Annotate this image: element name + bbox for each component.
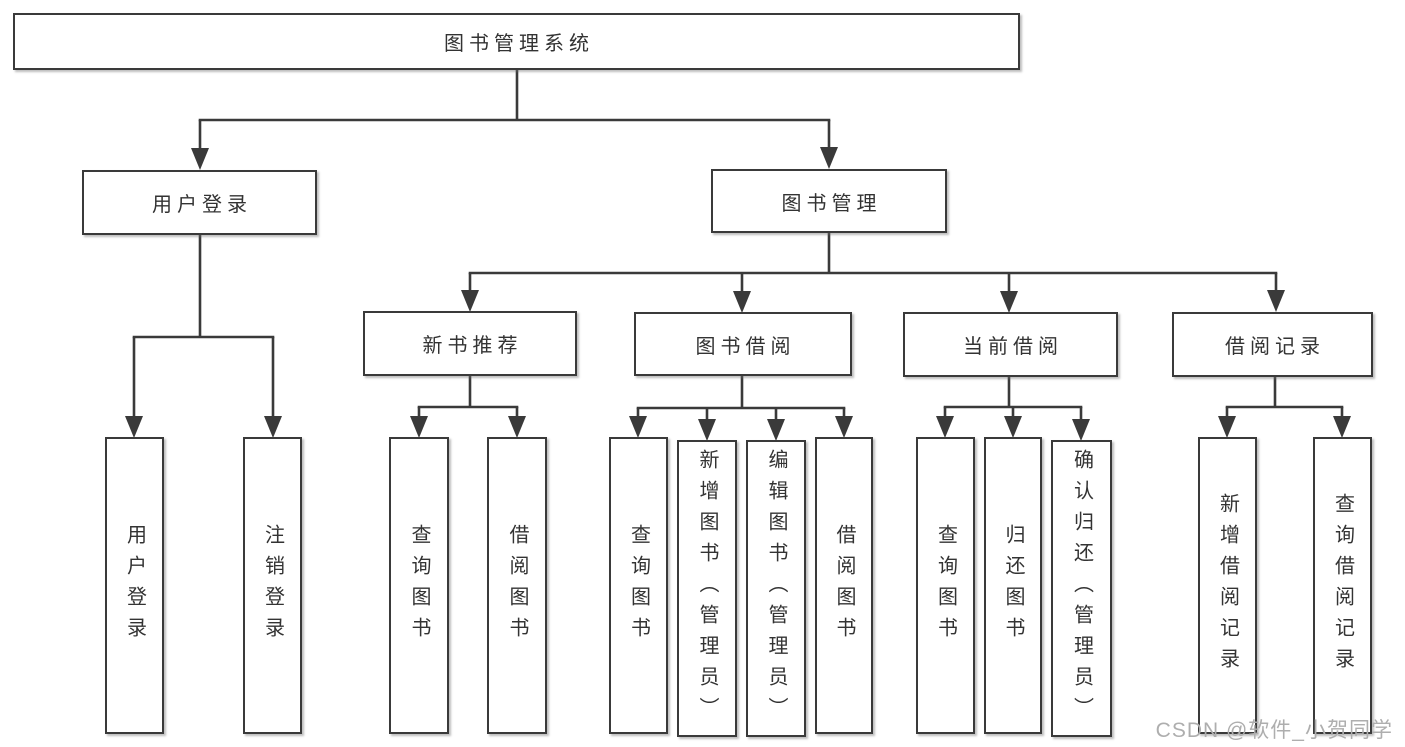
node-new-book-recommend: 新书推荐 xyxy=(363,311,577,376)
leaf-query-book-borrow: 查询图书 xyxy=(609,437,668,734)
node-user-login-label: 用户登录 xyxy=(152,194,252,216)
leaf-add-book-admin: 新增图书（管理员） xyxy=(677,440,737,737)
leaf-query-book-newrec: 查询图书 xyxy=(389,437,449,734)
leaf-borrow-book-newrec-label: 借阅图书 xyxy=(506,523,528,648)
leaf-return-book: 归还图书 xyxy=(984,437,1042,734)
leaf-add-book-admin-label: 新增图书（管理员） xyxy=(696,449,718,728)
node-new-book-recommend-label: 新书推荐 xyxy=(422,335,523,357)
node-borrow-record-label: 借阅记录 xyxy=(1225,336,1325,358)
node-book-borrow: 图书借阅 xyxy=(634,312,852,376)
leaf-confirm-return-admin: 确认归还（管理员） xyxy=(1051,440,1112,737)
leaf-query-book-newrec-label: 查询图书 xyxy=(408,523,430,648)
leaf-add-borrow-record: 新增借阅记录 xyxy=(1198,437,1257,734)
leaf-confirm-return-admin-label: 确认归还（管理员） xyxy=(1070,449,1093,728)
node-borrow-record: 借阅记录 xyxy=(1172,312,1373,377)
leaf-logout: 注销登录 xyxy=(243,437,302,734)
leaf-query-book-current: 查询图书 xyxy=(916,437,975,734)
node-user-login: 用户登录 xyxy=(82,170,317,235)
leaf-borrow-book-borrow-label: 借阅图书 xyxy=(833,523,855,648)
leaf-return-book-label: 归还图书 xyxy=(1002,523,1024,648)
csdn-watermark: CSDN @软件_小贺同学 xyxy=(1155,719,1393,742)
node-book-borrow-label: 图书借阅 xyxy=(695,335,796,358)
node-current-borrow-label: 当前借阅 xyxy=(963,336,1063,358)
node-root-label: 图书管理系统 xyxy=(444,33,594,55)
node-book-management: 图书管理 xyxy=(711,169,947,233)
leaf-borrow-book-newrec: 借阅图书 xyxy=(487,437,547,734)
node-root: 图书管理系统 xyxy=(13,13,1020,70)
leaf-query-book-current-label: 查询图书 xyxy=(934,523,957,648)
leaf-edit-book-admin: 编辑图书（管理员） xyxy=(746,440,806,737)
leaf-user-login-label: 用户登录 xyxy=(123,523,146,648)
leaf-edit-book-admin-label: 编辑图书（管理员） xyxy=(765,449,787,728)
leaf-query-book-borrow-label: 查询图书 xyxy=(627,523,650,648)
node-book-management-label: 图书管理 xyxy=(781,192,882,215)
leaf-user-login: 用户登录 xyxy=(105,437,164,734)
leaf-query-borrow-record: 查询借阅记录 xyxy=(1313,437,1372,734)
leaf-borrow-book-borrow: 借阅图书 xyxy=(815,437,873,734)
arrowheads xyxy=(125,147,1351,441)
leaf-logout-label: 注销登录 xyxy=(261,523,284,648)
leaf-add-borrow-record-label: 新增借阅记录 xyxy=(1216,492,1239,679)
leaf-query-borrow-record-label: 查询借阅记录 xyxy=(1331,492,1354,679)
node-current-borrow: 当前借阅 xyxy=(903,312,1118,377)
